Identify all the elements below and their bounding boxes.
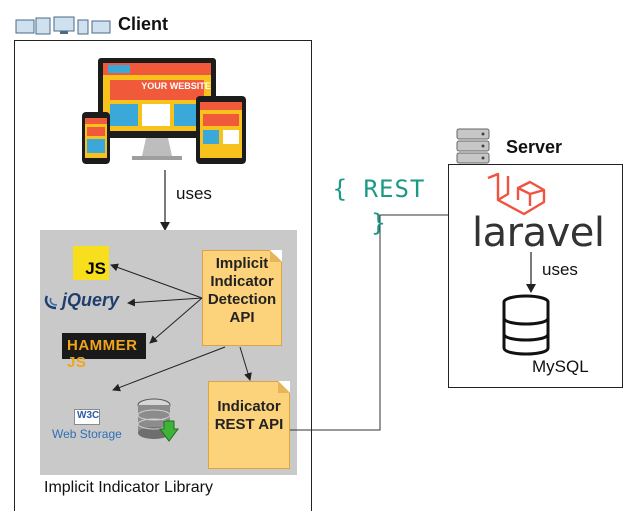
- server-icon: [456, 128, 490, 164]
- js-logo: JS: [73, 246, 109, 280]
- client-uses-arrow: [160, 170, 170, 231]
- laravel-wordmark: laravel: [472, 210, 605, 256]
- server-title: Server: [506, 137, 563, 157]
- detection-api-note: Implicit Indicator Detection API: [202, 250, 282, 346]
- library-label: Implicit Indicator Library: [44, 479, 213, 496]
- detection-api-label: Implicit Indicator Detection API: [207, 255, 277, 326]
- laravel-icon: [487, 172, 546, 216]
- hammerjs-logo: HAMMER JS: [62, 333, 146, 371]
- rest-api-note: Indicator REST API: [208, 381, 290, 469]
- jquery-logo-text: jQuery: [62, 290, 120, 310]
- web-storage-label: Web Storage: [52, 427, 122, 441]
- rest-api-label: Indicator REST API: [214, 398, 284, 433]
- server-uses-label: uses: [542, 260, 578, 279]
- server-uses-arrow: [526, 252, 536, 293]
- w3c-logo-text: W3C: [77, 410, 100, 421]
- website-mockup-label: YOUR WEBSITE: [141, 81, 211, 91]
- mysql-label: MySQL: [532, 357, 589, 376]
- website-mockup: YOUR WEBSITE: [80, 56, 252, 168]
- js-logo-text: JS: [85, 259, 106, 278]
- hammerjs-logo-text: HAMMER JS: [67, 337, 138, 371]
- client-devices-icon: [14, 15, 112, 37]
- jquery-logo: jQuery: [44, 290, 132, 314]
- rest-badge: { REST }: [332, 175, 426, 237]
- w3c-logo: W3C: [74, 409, 100, 425]
- client-title: Client: [118, 14, 169, 34]
- client-uses-label: uses: [176, 184, 212, 203]
- database-icon: [502, 294, 550, 356]
- database-download-icon: [137, 398, 179, 442]
